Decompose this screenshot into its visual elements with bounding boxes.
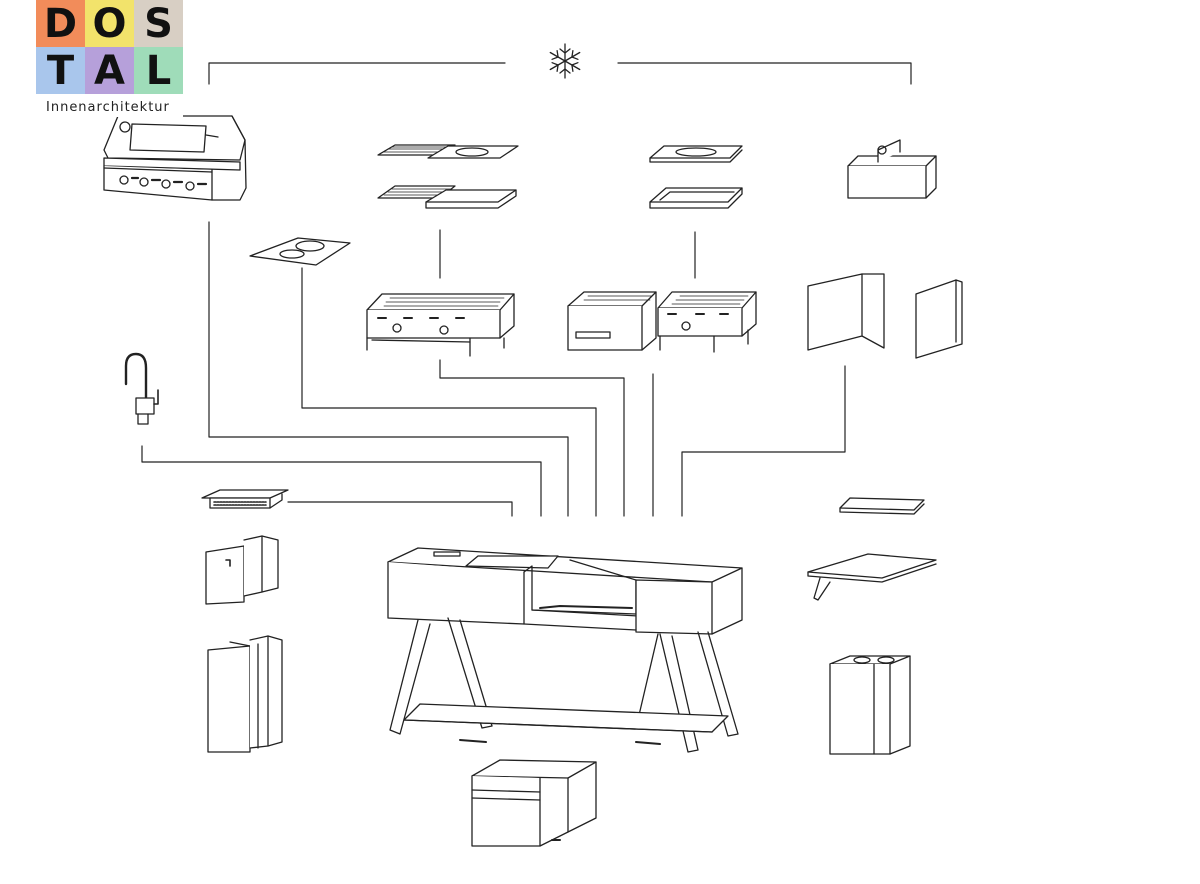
connector-grill xyxy=(209,222,568,516)
storage-module-tall xyxy=(208,636,282,752)
refrigerated-drawer xyxy=(472,760,596,846)
dostal-logo: D O S T A L Innenarchitektur xyxy=(36,0,183,117)
storage-module-small xyxy=(206,536,278,604)
connector-top-bracket-left xyxy=(209,63,505,84)
grill-grate-pair-lower xyxy=(378,186,516,208)
connector-cover xyxy=(302,268,596,516)
logo-letter-s: S xyxy=(134,0,183,47)
logo-letter-t: T xyxy=(36,47,85,94)
logo-letter-grid: D O S T A L xyxy=(36,0,183,94)
cooler-box xyxy=(848,140,936,198)
single-burner-grill xyxy=(658,292,756,352)
connector-faucet xyxy=(142,446,541,516)
outdoor-kitchen-island xyxy=(388,548,742,752)
connector-top-bracket-right xyxy=(618,63,911,84)
plancha-plate-upper xyxy=(650,146,742,162)
grill-grate-pair-upper xyxy=(378,145,518,158)
connector-basket xyxy=(288,502,512,516)
side-drawer-box xyxy=(568,292,656,350)
storage-module-right xyxy=(830,656,910,754)
logo-letter-l: L xyxy=(134,47,183,94)
snowflake-icon xyxy=(548,44,582,78)
logo-letter-a: A xyxy=(85,47,134,94)
connector-double-burner xyxy=(440,360,624,516)
logo-letter-o: O xyxy=(85,0,134,47)
gastronorm-basket xyxy=(202,490,288,508)
logo-tagline: Innenarchitektur xyxy=(36,98,183,117)
double-burner-grill xyxy=(367,294,514,356)
side-panels xyxy=(808,274,962,358)
logo-letter-d: D xyxy=(36,0,85,47)
connector-side-panels xyxy=(682,366,845,516)
cooktop-cover-plate xyxy=(250,238,350,265)
connector-lines xyxy=(142,63,911,516)
faucet xyxy=(126,354,158,424)
plancha-plate-lower xyxy=(650,188,742,208)
gas-grill-unit xyxy=(104,116,246,200)
side-shelf xyxy=(808,554,936,600)
cutting-board xyxy=(840,498,924,514)
